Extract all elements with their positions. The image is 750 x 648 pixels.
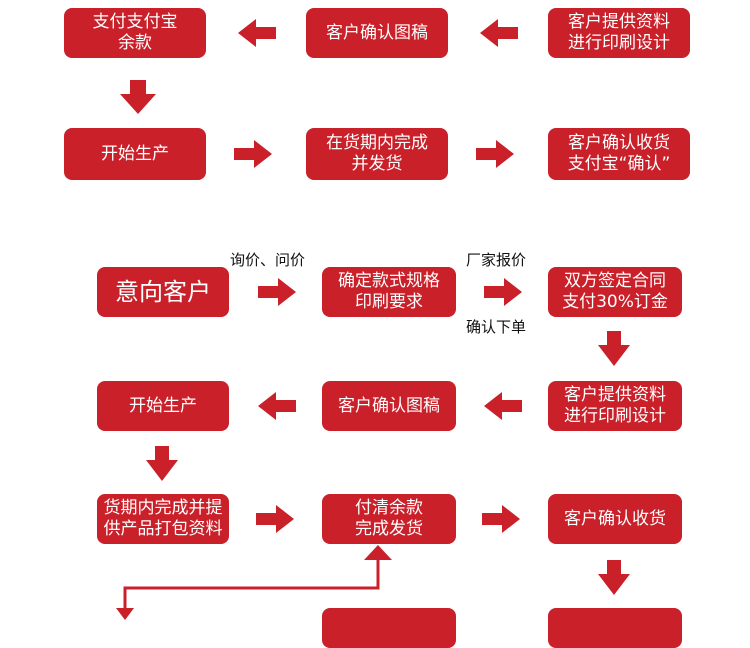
complete-and-package-box: 货期内完成并提 供产品打包资料 (97, 494, 229, 544)
customer-confirm-receipt-box-2: 客户确认收货 (548, 494, 682, 544)
arrow-right-icon (484, 278, 522, 306)
pay-balance-ship-box: 付清余款 完成发货 (322, 494, 456, 544)
sign-contract-box: 双方签定合同 支付30%订金 (548, 267, 682, 317)
arrow-right-icon (234, 140, 272, 168)
connector-line (123, 558, 380, 612)
confirm-order-label: 确认下单 (466, 318, 527, 336)
arrow-down-icon (146, 446, 178, 481)
confirm-specs-box: 确定款式规格 印刷要求 (322, 267, 456, 317)
customer-confirm-draft-box-2: 客户确认图稿 (322, 381, 456, 431)
arrow-left-icon (484, 392, 522, 420)
pay-alipay-balance-box: 支付支付宝 余款 (64, 8, 206, 58)
arrow-down-icon (120, 80, 156, 114)
arrow-right-icon (476, 140, 514, 168)
start-production-box: 开始生产 (64, 128, 206, 180)
arrow-down-icon (598, 560, 630, 595)
intent-customer-box: 意向客户 (97, 267, 229, 317)
customer-provide-materials-box: 客户提供资料 进行印刷设计 (548, 8, 690, 58)
arrow-left-icon (258, 392, 296, 420)
arrow-right-icon (482, 505, 520, 533)
arrow-down-icon (116, 608, 134, 620)
factory-quote-label: 厂家报价 (466, 251, 527, 269)
arrow-right-icon (256, 505, 294, 533)
arrow-up-icon (364, 545, 392, 560)
arrows-layer (116, 19, 630, 620)
start-production-box-2: 开始生产 (97, 381, 229, 431)
customer-provide-materials-box-2: 客户提供资料 进行印刷设计 (548, 381, 682, 431)
arrow-down-icon (598, 331, 630, 366)
inquiry-label: 询价、问价 (230, 251, 306, 269)
complete-and-ship-box: 在货期内完成 并发货 (306, 128, 448, 180)
arrow-left-icon (238, 19, 276, 47)
arrow-left-icon (480, 19, 518, 47)
customer-confirm-receipt-box: 客户确认收货 支付宝“确认” (548, 128, 690, 180)
customer-confirm-draft-box: 客户确认图稿 (306, 8, 448, 58)
arrow-right-icon (258, 278, 296, 306)
